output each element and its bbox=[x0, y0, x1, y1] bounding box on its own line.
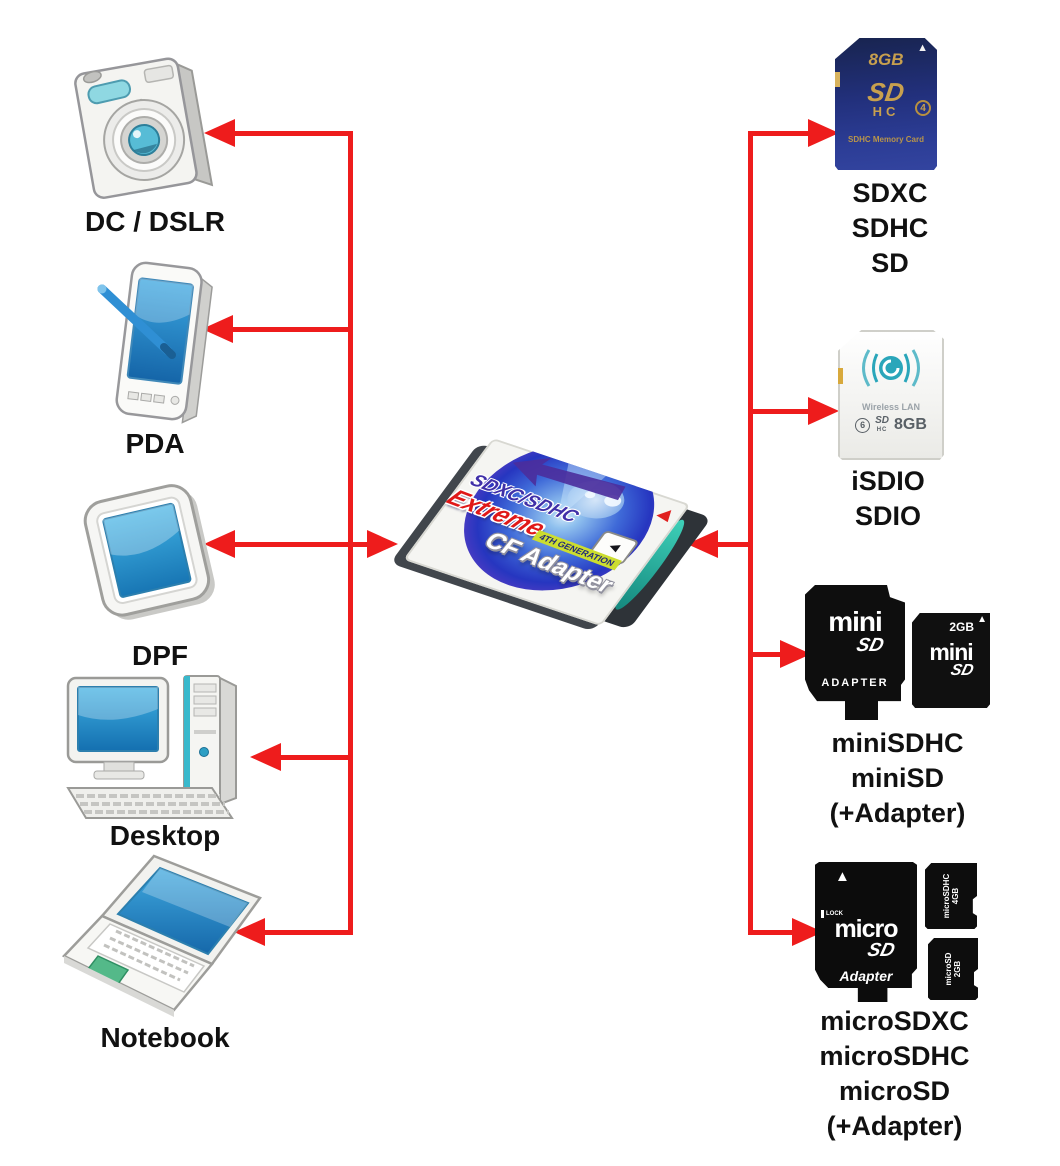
isdio-sdhc-logo: SD HC bbox=[875, 414, 889, 433]
microsd-adapter-logo-sd: SD bbox=[865, 940, 897, 961]
arrowhead-camera bbox=[204, 119, 235, 147]
line-to-desktop bbox=[280, 755, 353, 760]
right-bus-line bbox=[748, 131, 753, 935]
minisd-card-logo-sd: SD bbox=[948, 662, 976, 679]
minisd-adapter-logo: mini bbox=[828, 606, 883, 637]
card-label-microsdhc: microSDHC bbox=[819, 1041, 970, 1071]
notebook-icon bbox=[62, 854, 262, 1017]
cf-disc-arrow bbox=[512, 457, 626, 501]
microsd-adapter-image: ▲ LOCK micro SD Adapter bbox=[815, 862, 917, 1002]
card-label-microsd: microSD bbox=[838, 1076, 951, 1106]
card-labels-sdio: iSDIO SDIO bbox=[808, 464, 968, 534]
cf-adapter-label-face: ◄ SDXC/SDHC Extreme 4TH GENERATION CF Ad… bbox=[403, 438, 691, 627]
left-bus-line bbox=[348, 131, 353, 935]
minisd-adapter-word: ADAPTER bbox=[821, 677, 889, 689]
photo-frame-icon bbox=[83, 484, 215, 620]
card-label-sd: SD bbox=[871, 248, 909, 278]
device-label-pda: PDA bbox=[125, 428, 185, 459]
microsd-adapter-word: Adapter bbox=[839, 968, 893, 984]
camera-icon bbox=[74, 57, 214, 199]
line-to-pda bbox=[232, 327, 353, 332]
card-labels-sd: SDXC SDHC SD bbox=[815, 176, 965, 281]
microsdhc-card-image: microSDHC 4GB bbox=[925, 863, 977, 929]
arrowhead-adapter-left bbox=[367, 530, 398, 558]
card-label-microsdxc: microSDXC bbox=[820, 1006, 969, 1036]
minisd-card-image: 2GB ▲ mini SD bbox=[912, 613, 990, 708]
line-dpf-adapter bbox=[234, 542, 367, 547]
minisd-card-logo: mini bbox=[929, 639, 973, 665]
minisd-capacity: 2GB bbox=[949, 620, 974, 634]
isdio-spec-row: 6 SD HC 8GB bbox=[838, 414, 944, 434]
device-label-dpf: DPF bbox=[132, 640, 188, 671]
microsd-card-image: microSD 2GB bbox=[928, 938, 978, 1000]
card-label-mini-adapter: (+Adapter) bbox=[829, 798, 966, 828]
card-label-sdxc: SDXC bbox=[852, 178, 928, 208]
sd-logo-hc: HC bbox=[872, 104, 900, 119]
isdio-card-image: Wireless LAN 6 SD HC 8GB bbox=[838, 330, 944, 460]
line-to-minisd bbox=[753, 652, 780, 657]
device-label-desktop: Desktop bbox=[109, 820, 221, 851]
minisd-adapter-logo-sd: SD bbox=[854, 635, 886, 656]
line-to-notebook bbox=[264, 930, 353, 935]
sd-triangle-icon: ▲ bbox=[917, 42, 928, 54]
cf-adapter-product: ◄ SDXC/SDHC Extreme 4TH GENERATION CF Ad… bbox=[390, 430, 712, 680]
arrowhead-desktop bbox=[250, 743, 281, 771]
wireless-lan-logo-icon bbox=[862, 349, 920, 387]
isdio-speed-class: 6 bbox=[855, 417, 871, 433]
microsd-triangle-icon: ▲ bbox=[835, 868, 850, 885]
device-label-notebook: Notebook bbox=[100, 1022, 230, 1053]
microsd-card-capacity: 2GB bbox=[953, 960, 962, 978]
card-label-micro-adapter: (+Adapter) bbox=[826, 1111, 963, 1141]
card-label-minisd: miniSD bbox=[850, 763, 944, 793]
microsd-card-logo: microSD bbox=[944, 952, 953, 986]
minisd-triangle-icon: ▲ bbox=[977, 614, 987, 625]
arrowhead-sd bbox=[808, 119, 839, 147]
card-label-sdhc: SDHC bbox=[851, 213, 929, 243]
line-to-adapter-right bbox=[717, 542, 753, 547]
card-label-isdio: iSDIO bbox=[851, 466, 925, 496]
arrowhead-dpf bbox=[204, 530, 235, 558]
card-labels-microsd: microSDXC microSDHC microSD (+Adapter) bbox=[777, 1004, 1012, 1144]
microsd-lock: LOCK bbox=[821, 910, 843, 918]
microsd-adapter-logo: micro bbox=[834, 915, 898, 943]
device-label-dc-dslr: DC / DSLR bbox=[85, 206, 225, 237]
line-to-sdio bbox=[753, 409, 808, 414]
minisd-adapter-image: mini SD ADAPTER bbox=[805, 585, 905, 720]
isdio-contact-nub bbox=[838, 368, 843, 384]
line-to-camera bbox=[234, 131, 353, 136]
microsdhc-card-logo: microSDHC bbox=[942, 873, 951, 919]
desktop-computer-icon bbox=[66, 675, 237, 819]
microsdhc-card-capacity: 4GB bbox=[951, 887, 960, 905]
wireless-lan-text: Wireless LAN bbox=[862, 402, 920, 412]
card-label-sdio: SDIO bbox=[854, 501, 921, 531]
sd-lock-slider bbox=[835, 72, 840, 87]
line-to-sd bbox=[753, 131, 808, 136]
card-label-minisdhc: miniSDHC bbox=[831, 728, 964, 758]
arrowhead-sdio bbox=[808, 397, 839, 425]
cf-red-triangle-icon bbox=[656, 506, 677, 523]
card-labels-minisd: miniSDHC miniSD (+Adapter) bbox=[795, 726, 1000, 831]
line-to-microsd bbox=[753, 930, 792, 935]
sd-speed-class: 4 bbox=[915, 100, 931, 116]
sd-caption: SDHC Memory Card bbox=[847, 135, 924, 144]
pda-icon bbox=[97, 261, 213, 424]
sd-card-image: 8GB ▲ SD HC 4 SDHC Memory Card bbox=[835, 38, 937, 170]
sd-capacity: 8GB bbox=[868, 50, 904, 69]
isdio-capacity: 8GB bbox=[894, 416, 927, 433]
